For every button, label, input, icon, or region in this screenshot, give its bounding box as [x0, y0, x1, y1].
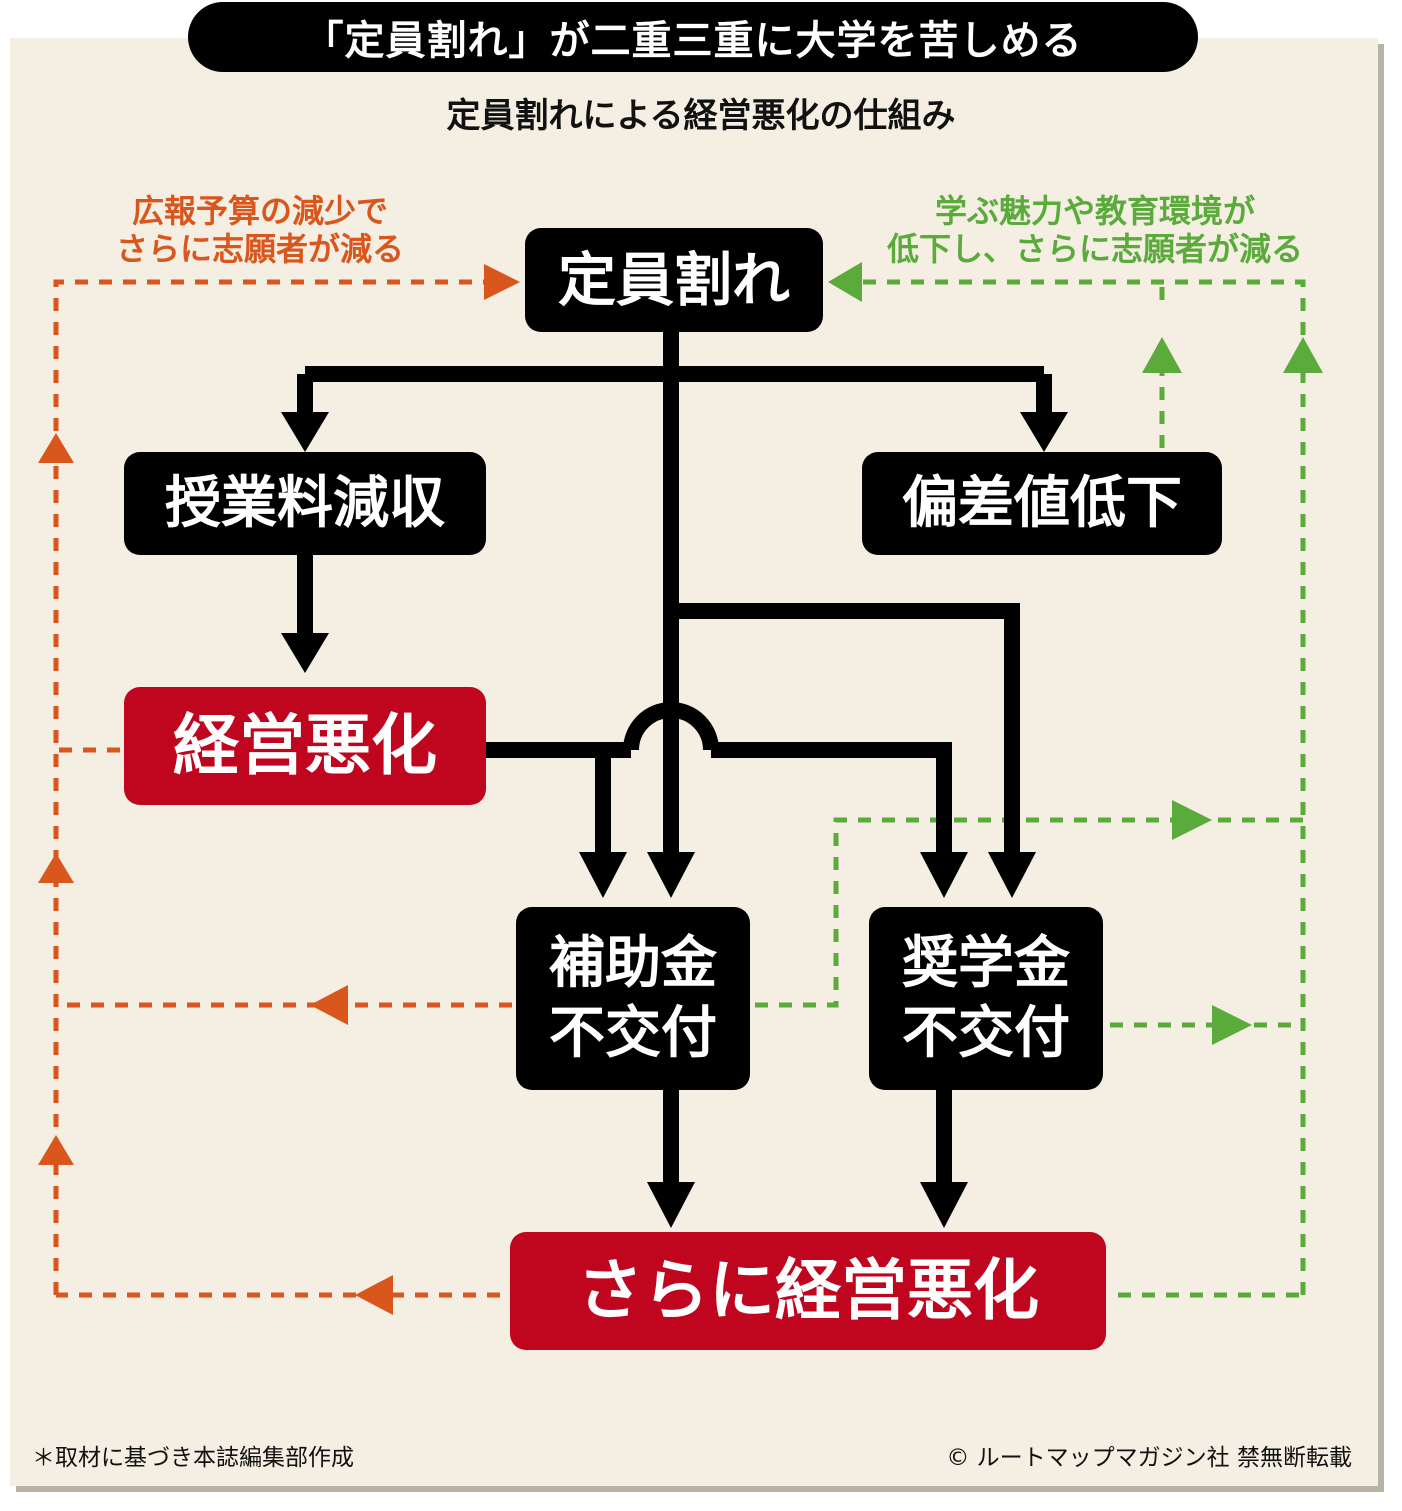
- footer-source-note: ＊取材に基づき本誌編集部作成: [32, 1445, 354, 1471]
- orange-feedback-note: 広報予算の減少で さらに志願者が減る: [60, 192, 460, 269]
- node-hojokin-line1: 補助金: [549, 930, 717, 996]
- note-left-line2: さらに志願者が減る: [115, 230, 404, 269]
- node-hojokin-line2: 不交付: [549, 1000, 717, 1066]
- node-jugyoryo-genshu: 授業料減収: [124, 452, 486, 555]
- page-title: 「定員割れ」が二重三重に大学を苦しめる: [188, 2, 1198, 72]
- node-shogakukin-fukofu: 奨学金 不交付: [869, 907, 1103, 1090]
- node-keiei-label: 経営悪化: [173, 706, 437, 784]
- node-jugyoryo-label: 授業料減収: [165, 470, 445, 536]
- orange-arrowheads: [38, 264, 520, 1315]
- footer-copyright: © ルートマップマガジン社 禁無断転載: [946, 1445, 1352, 1471]
- note-right-line1: 学ぶ魅力や教育環境が: [934, 192, 1255, 230]
- black-flow-lines: [297, 330, 1052, 1185]
- node-teiin-ware: 定員割れ: [525, 228, 823, 332]
- orange-feedback-lines: [53, 279, 512, 1298]
- green-arrowheads: [828, 262, 1323, 1045]
- page-subtitle: 定員割れによる経営悪化の仕組み: [446, 96, 956, 136]
- node-hensachi-teika: 偏差値低下: [862, 452, 1222, 555]
- node-shogakukin-line2: 不交付: [902, 1000, 1070, 1066]
- node-shogakukin-line1: 奨学金: [902, 930, 1070, 996]
- node-keiei-akka: 経営悪化: [124, 687, 486, 805]
- green-feedback-note: 学ぶ魅力や教育環境が 低下し、さらに志願者が減る: [860, 192, 1330, 269]
- node-teiin-label: 定員割れ: [557, 245, 790, 314]
- node-hojokin-fukofu: 補助金 不交付: [516, 907, 750, 1090]
- line-crossing-hop: [623, 702, 719, 751]
- note-left-line1: 広報予算の減少で: [131, 192, 388, 230]
- node-hensachi-label: 偏差値低下: [902, 470, 1182, 536]
- note-right-line2: 低下し、さらに志願者が減る: [886, 230, 1303, 269]
- black-arrowheads: [281, 412, 1068, 1228]
- green-feedback-lines: [755, 279, 1306, 1298]
- node-sarani-label: さらに経営悪化: [577, 1251, 1039, 1329]
- node-sarani-keiei-akka: さらに経営悪化: [510, 1232, 1106, 1350]
